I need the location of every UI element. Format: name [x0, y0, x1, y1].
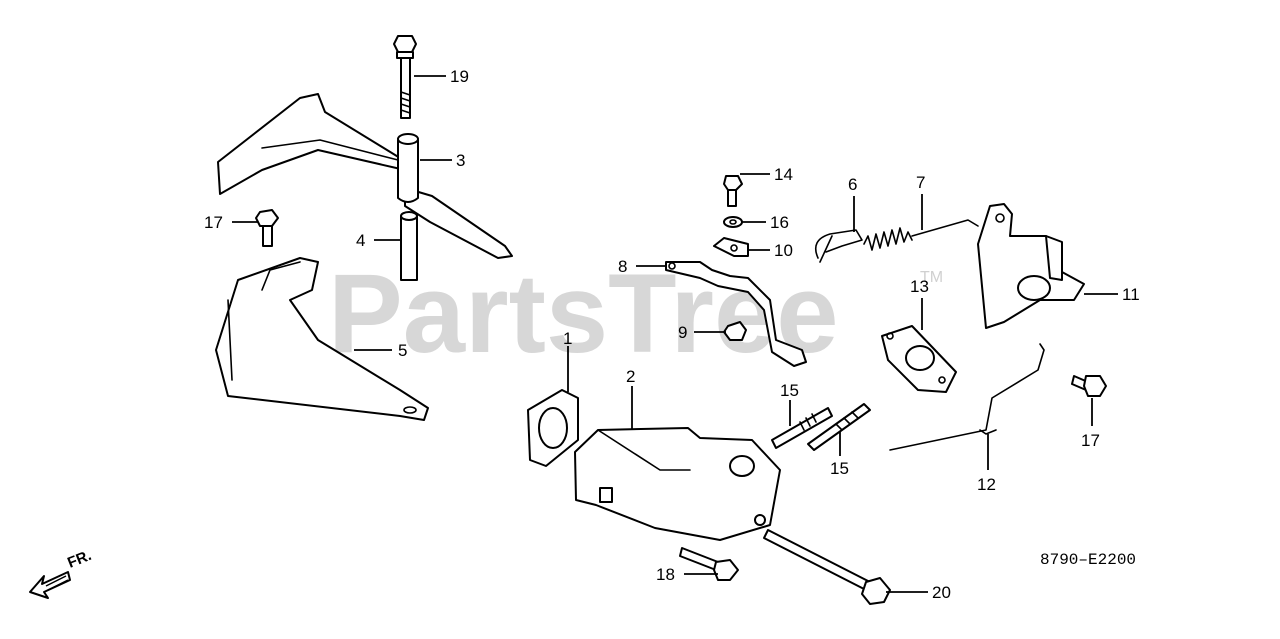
leader-lines [232, 75, 1118, 593]
part-20-bolt[interactable] [763, 529, 891, 605]
callout-9: 9 [678, 323, 687, 342]
callout-17-left: 17 [204, 213, 223, 232]
part-15-stud-upper[interactable] [771, 407, 833, 449]
callout-4: 4 [356, 231, 365, 250]
callout-15-lower: 15 [830, 459, 849, 478]
part-13-gasket[interactable] [881, 325, 957, 393]
direction-label: FR. [65, 547, 94, 572]
part-12-rod[interactable] [889, 343, 1045, 451]
callout-3: 3 [456, 151, 465, 170]
part-1-gasket[interactable] [527, 389, 579, 467]
callout-16: 16 [770, 213, 789, 232]
part-16-washer[interactable] [723, 216, 743, 228]
part-17-bolt-right[interactable] [1071, 375, 1107, 397]
callout-6: 6 [848, 175, 857, 194]
part-11-bracket[interactable] [977, 203, 1085, 329]
part-7-spring[interactable] [863, 219, 979, 251]
part-17-bolt-left[interactable] [255, 209, 279, 247]
callout-15-upper: 15 [780, 381, 799, 400]
callout-14: 14 [774, 165, 793, 184]
part-3-deflector[interactable] [217, 93, 513, 259]
front-direction-arrow-icon [29, 571, 71, 599]
callout-13: 13 [910, 277, 929, 296]
part-4-collar[interactable] [400, 211, 418, 281]
part-18-bolt[interactable] [679, 547, 739, 581]
callout-5: 5 [398, 341, 407, 360]
part-6-clip[interactable] [814, 229, 863, 263]
part-14-bolt[interactable] [723, 175, 743, 207]
callout-7: 7 [916, 173, 925, 192]
callout-11: 11 [1122, 285, 1140, 304]
callout-2: 2 [626, 367, 635, 386]
callout-10: 10 [774, 241, 793, 260]
callout-12: 12 [977, 475, 996, 494]
part-15-stud-lower[interactable] [807, 403, 871, 451]
callout-8: 8 [618, 257, 627, 276]
watermark-trademark: TM [920, 269, 943, 286]
callout-20: 20 [932, 583, 951, 602]
callout-1: 1 [563, 329, 572, 348]
callout-18: 18 [656, 565, 675, 584]
part-8-control-lever[interactable] [665, 261, 807, 367]
callout-19: 19 [450, 67, 469, 86]
callout-17-right: 17 [1081, 431, 1100, 450]
diagram-code: 8790–E2200 [1040, 551, 1136, 569]
part-19-bolt[interactable] [393, 35, 417, 119]
part-2-insulator[interactable] [574, 427, 781, 541]
part-5-guide-plate[interactable] [215, 257, 429, 421]
